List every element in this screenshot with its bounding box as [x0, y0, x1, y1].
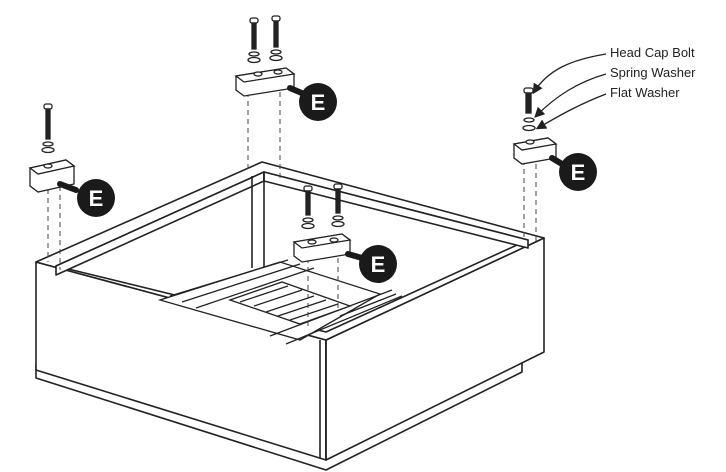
badge-middle: E — [345, 245, 397, 283]
badge-right: E — [549, 153, 597, 191]
bolt-icon — [522, 87, 536, 132]
callout-arrows — [532, 53, 607, 130]
callout-head-cap-bolt: Head Cap Bolt — [610, 45, 695, 60]
guide-lines — [47, 92, 537, 328]
part-label-e: E — [89, 186, 104, 211]
part-label-e: E — [571, 160, 586, 185]
bracket-right — [512, 87, 558, 165]
bolt-icon — [301, 185, 315, 230]
bracket-middle — [292, 183, 352, 263]
callout-flat-washer: Flat Washer — [610, 85, 680, 100]
part-label-e: E — [371, 252, 386, 277]
frame-box — [35, 161, 545, 471]
bolt-icon — [41, 103, 55, 154]
interior-slats — [157, 259, 403, 345]
bracket-top — [234, 15, 296, 97]
part-label-e: E — [311, 90, 326, 115]
badge-left: E — [57, 179, 115, 217]
callout-spring-washer: Spring Washer — [610, 65, 696, 80]
bracket-left — [28, 103, 76, 193]
badge-top: E — [287, 83, 337, 121]
bolt-icon — [269, 15, 283, 62]
bolt-icon — [331, 183, 345, 228]
bolt-icon — [247, 17, 261, 64]
